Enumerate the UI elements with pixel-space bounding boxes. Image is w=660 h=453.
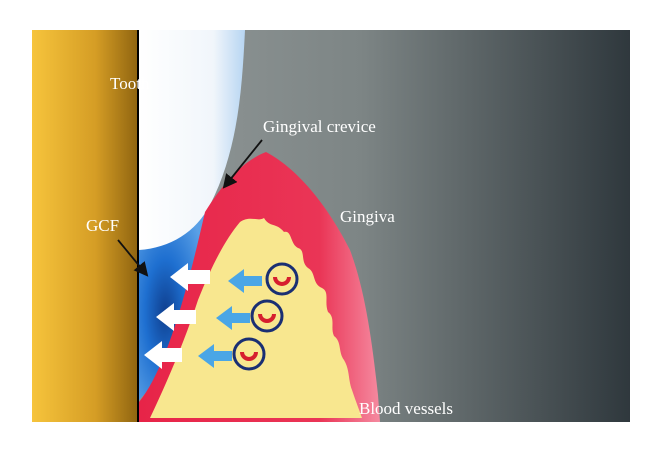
left-arrow-icon xyxy=(144,341,182,369)
tooth-label: Tooth xyxy=(110,74,150,93)
gingival-crevice-label: Gingival crevice xyxy=(263,117,376,136)
blood-vessel-icon xyxy=(265,262,299,296)
tooth-enamel xyxy=(139,30,245,252)
tooth-root xyxy=(32,30,138,422)
left-arrow-icon xyxy=(198,344,232,368)
pointer-arrow-icon xyxy=(117,239,149,277)
left-arrow-icon xyxy=(216,306,250,330)
gcf-label: GCF xyxy=(86,216,119,235)
pointer-arrow-icon xyxy=(222,139,263,189)
blood-vessel-icon xyxy=(232,337,266,371)
blood-vessel-icon xyxy=(250,299,284,333)
blood-vessels-label: Blood vessels xyxy=(359,399,453,418)
left-arrow-icon xyxy=(228,269,262,293)
gingiva-label: Gingiva xyxy=(340,207,395,226)
connective-tissue xyxy=(150,218,362,418)
left-arrow-icon xyxy=(156,303,196,331)
left-arrow-icon xyxy=(170,263,210,291)
